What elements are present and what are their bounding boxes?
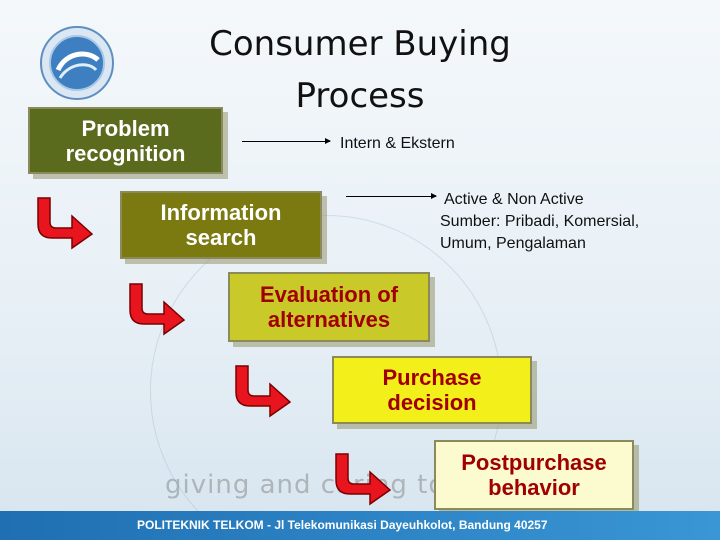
- logo-icon: [40, 26, 114, 100]
- footer-text: POLITEKNIK TELKOM - Jl Telekomunikasi Da…: [137, 518, 548, 532]
- curved-arrow-icon: [129, 283, 186, 336]
- step-evaluation: Evaluation of alternatives: [228, 272, 430, 342]
- step-purchase-decision: Purchase decision: [332, 356, 532, 424]
- step-label: Purchase decision: [382, 365, 482, 415]
- curved-arrow-icon: [37, 197, 94, 250]
- footer-bar: POLITEKNIK TELKOM - Jl Telekomunikasi Da…: [0, 511, 720, 540]
- page-title: Consumer Buying Process: [209, 24, 511, 116]
- step-label: Problem recognition: [65, 115, 186, 166]
- curved-arrow-icon: [335, 453, 392, 506]
- note-information: Active & Non Active Sumber: Pribadi, Kom…: [440, 189, 639, 255]
- step-label: Postpurchase behavior: [461, 450, 607, 500]
- step-postpurchase: Postpurchase behavior: [434, 440, 634, 510]
- step-label: Information search: [160, 200, 282, 250]
- connector-arrow-1: [242, 138, 331, 144]
- connector-arrow-2: [346, 193, 437, 199]
- note-line: Umum, Pengalaman: [440, 235, 586, 252]
- curved-arrow-icon: [235, 365, 292, 418]
- note-line: Sumber: Pribadi, Komersial,: [440, 213, 640, 230]
- watermark-tagline: giving and caring to: [165, 470, 446, 500]
- note-line: Active & Non Active: [444, 191, 584, 208]
- step-label: Evaluation of alternatives: [259, 282, 399, 332]
- note-problem: Intern & Ekstern: [340, 135, 455, 152]
- step-information-search: Information search: [120, 191, 322, 259]
- step-problem-recognition: Problem recognition: [28, 107, 223, 174]
